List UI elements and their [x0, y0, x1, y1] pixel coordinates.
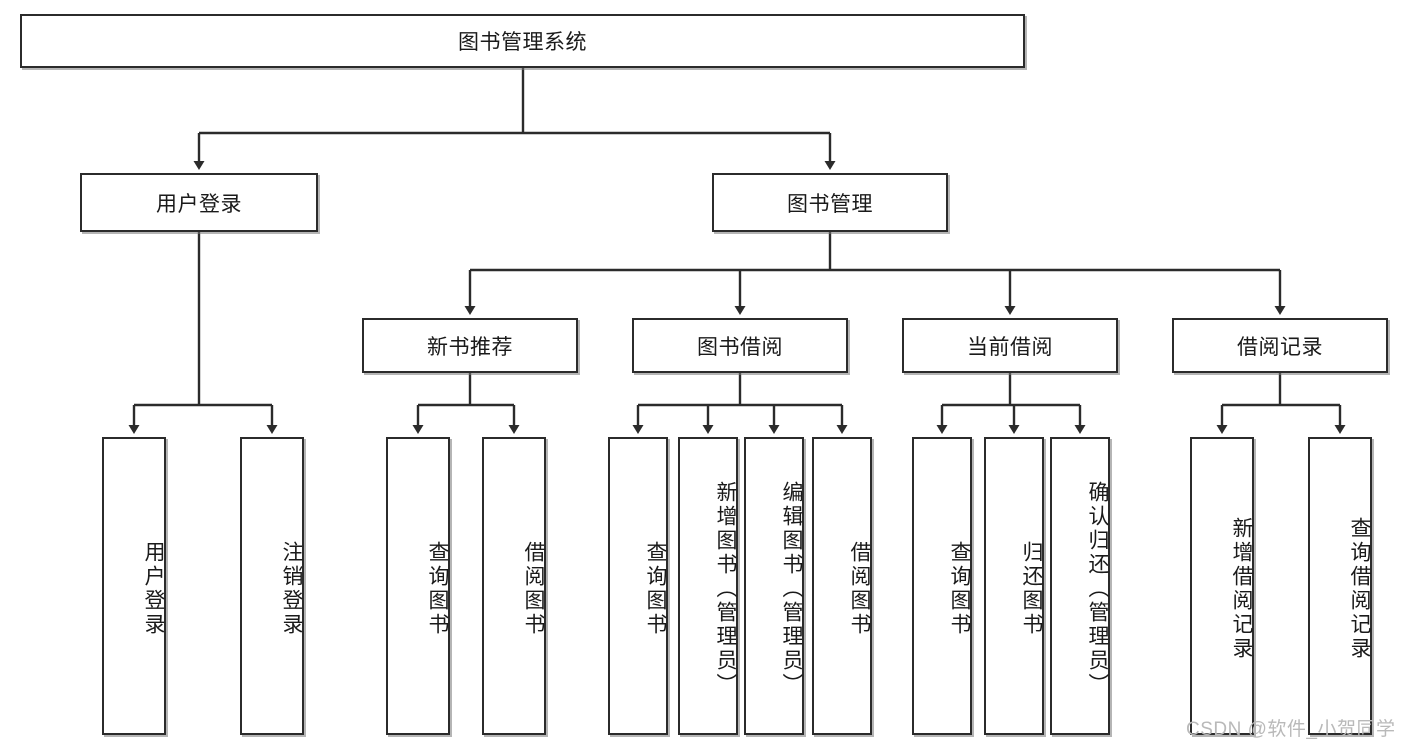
node-label: 图书借阅: [697, 335, 783, 359]
node-leaf-user-logout[interactable]: 注销登录: [240, 437, 304, 735]
node-label: 编辑图书（管理员）: [780, 481, 803, 697]
node-label: 查询借阅记录: [1348, 517, 1371, 661]
node-label: 新增借阅记录: [1230, 517, 1253, 661]
node-label: 借阅记录: [1237, 335, 1323, 359]
node-current-borrow[interactable]: 当前借阅: [902, 318, 1118, 373]
node-leaf-rec-query[interactable]: 查询图书: [386, 437, 450, 735]
node-label: 图书管理: [787, 192, 873, 216]
node-root[interactable]: 图书管理系统: [20, 14, 1025, 68]
node-label: 当前借阅: [967, 335, 1053, 359]
node-label: 新增图书（管理员）: [714, 481, 737, 697]
node-new-book-rec[interactable]: 新书推荐: [362, 318, 578, 373]
node-borrow-record[interactable]: 借阅记录: [1172, 318, 1388, 373]
node-leaf-bb-edit[interactable]: 编辑图书（管理员）: [744, 437, 804, 735]
node-label: 借阅图书: [522, 541, 545, 637]
node-leaf-bb-query[interactable]: 查询图书: [608, 437, 668, 735]
node-label: 确认归还（管理员）: [1086, 481, 1109, 697]
node-label: 注销登录: [280, 541, 303, 637]
node-label: 图书管理系统: [458, 31, 587, 54]
node-book-manage[interactable]: 图书管理: [712, 173, 948, 232]
node-leaf-cb-query[interactable]: 查询图书: [912, 437, 972, 735]
node-user-login[interactable]: 用户登录: [80, 173, 318, 232]
node-label: 查询图书: [948, 541, 971, 637]
node-leaf-br-query[interactable]: 查询借阅记录: [1308, 437, 1372, 735]
node-label: 用户登录: [142, 541, 165, 637]
node-leaf-cb-return[interactable]: 归还图书: [984, 437, 1044, 735]
node-leaf-br-add[interactable]: 新增借阅记录: [1190, 437, 1254, 735]
node-label: 用户登录: [156, 192, 242, 216]
node-leaf-user-login[interactable]: 用户登录: [102, 437, 166, 735]
node-book-borrow[interactable]: 图书借阅: [632, 318, 848, 373]
node-leaf-cb-confirm[interactable]: 确认归还（管理员）: [1050, 437, 1110, 735]
node-label: 归还图书: [1020, 541, 1043, 637]
node-label: 新书推荐: [427, 335, 513, 359]
node-label: 借阅图书: [848, 541, 871, 637]
node-leaf-rec-borrow[interactable]: 借阅图书: [482, 437, 546, 735]
node-leaf-bb-add[interactable]: 新增图书（管理员）: [678, 437, 738, 735]
node-leaf-bb-borrow[interactable]: 借阅图书: [812, 437, 872, 735]
node-label: 查询图书: [426, 541, 449, 637]
node-label: 查询图书: [644, 541, 667, 637]
